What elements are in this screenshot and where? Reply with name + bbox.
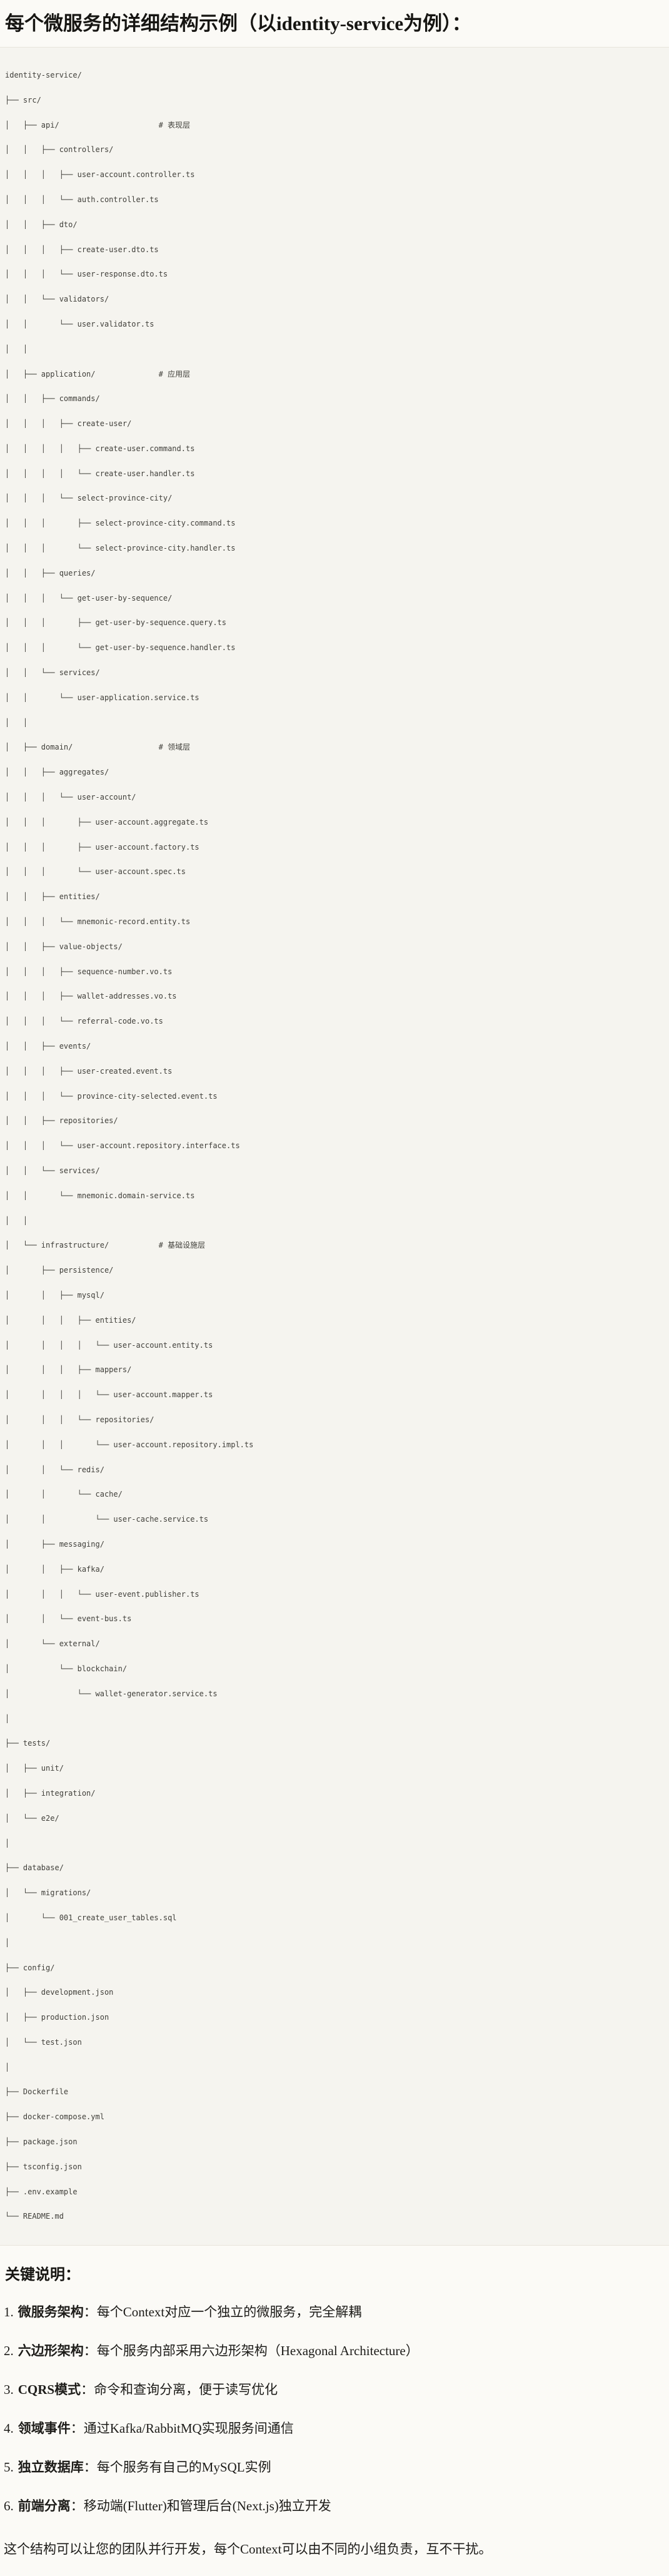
item-text: ：每个服务有自己的MySQL实例 [83, 2459, 271, 2475]
list-item: 4.领域事件：通过Kafka/RabbitMQ实现服务间通信 [4, 2419, 663, 2438]
item-label: 六边形架构 [18, 2343, 84, 2358]
key-points-section: 关键说明： 1. 微服务架构：每个Context对应一个独立的微服务，完全解耦 2… [0, 2265, 669, 2575]
list-item: 1. 微服务架构：每个Context对应一个独立的微服务，完全解耦 [4, 2303, 663, 2321]
item-number: 3. [4, 2381, 14, 2397]
item-label: 领域事件 [18, 2420, 71, 2436]
item-number: 1. [4, 2304, 14, 2319]
list-item: 2. 六边形架构：每个服务内部采用六边形架构（Hexagonal Architec… [4, 2341, 663, 2360]
item-number: 4. [4, 2420, 14, 2436]
page-title: 每个微服务的详细结构示例（以identity-service为例）： [5, 13, 471, 34]
item-label: CQRS模式 [18, 2381, 81, 2397]
directory-tree-text: identity-service/ ├── src/ │ ├── api/ # … [5, 70, 254, 2221]
item-number: 5. [4, 2459, 14, 2475]
item-number: 6. [4, 2498, 14, 2513]
directory-tree-code-block: identity-service/ ├── src/ │ ├── api/ # … [0, 46, 669, 2246]
list-item: 3.CQRS模式：命令和查询分离，便于读写优化 [4, 2380, 663, 2399]
key-points-list: 1. 微服务架构：每个Context对应一个独立的微服务，完全解耦 2. 六边形架构… [4, 2303, 663, 2515]
item-text: ：通过Kafka/RabbitMQ实现服务间通信 [70, 2420, 294, 2436]
item-text: ：命令和查询分离，便于读写优化 [81, 2381, 278, 2397]
item-label: 微服务架构 [18, 2304, 84, 2319]
item-label: 独立数据库 [18, 2459, 84, 2475]
list-item: 5.独立数据库：每个服务有自己的MySQL实例 [4, 2458, 663, 2477]
item-number: 2. [4, 2343, 14, 2358]
item-text: ：移动端(Flutter)和管理后台(Next.js)独立开发 [70, 2498, 331, 2513]
item-label: 前端分离 [18, 2498, 71, 2513]
key-points-heading: 关键说明： [5, 2267, 80, 2284]
closing-paragraph: 这个结构可以让您的团队并行开发，每个Context可以由不同的小组负责，互不干扰… [4, 2541, 492, 2557]
item-text: ：每个服务内部采用六边形架构（Hexagonal Architecture） [83, 2343, 419, 2358]
list-item: 6. 前端分离：移动端(Flutter)和管理后台(Next.js)独立开发 [4, 2497, 663, 2515]
item-text: ：每个Context对应一个独立的微服务，完全解耦 [83, 2304, 362, 2319]
